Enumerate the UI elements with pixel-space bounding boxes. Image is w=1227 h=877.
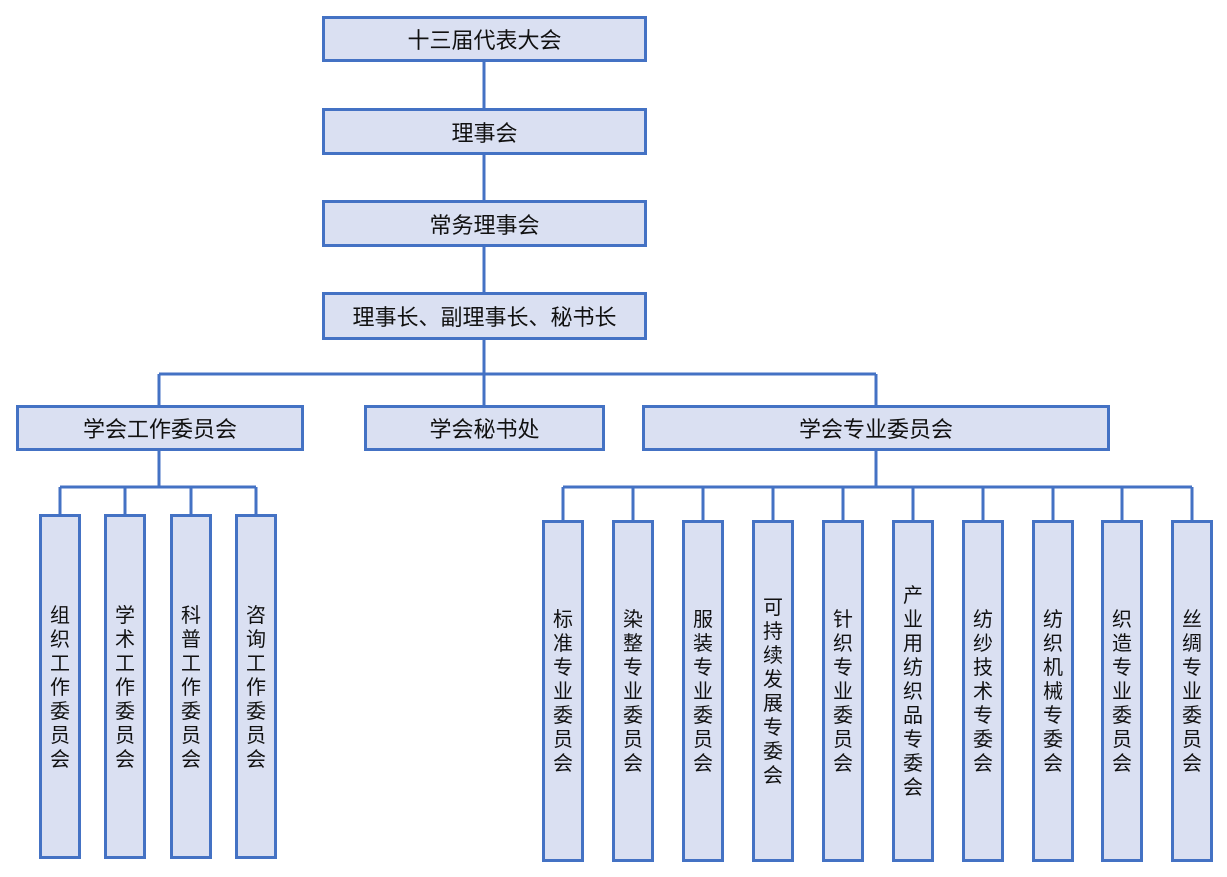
work-subcommittee-label: 咨询工作委员会 [246,602,266,771]
professional-subcommittee-label: 织造专业委员会 [1112,607,1132,775]
professional-subcommittee-box: 服装专业委员会 [682,520,724,862]
professional-subcommittee-box: 丝绸专业委员会 [1171,520,1213,862]
professional-subcommittee-label: 染整专业委员会 [623,607,643,775]
standing-council-label: 常务理事会 [429,213,540,239]
congress-label: 十三届代表大会 [407,29,562,54]
work-subcommittee-label: 组织工作委员会 [50,602,70,771]
professional-subcommittee-box: 织造专业委员会 [1101,520,1143,862]
work-subcommittee-label: 科普工作委员会 [181,602,201,771]
work-subcommittee-box: 组织工作委员会 [39,514,81,859]
work-subcommittee-label: 学术工作委员会 [115,602,135,771]
leadership-box: 理事长、副理事长、秘书长 [322,292,647,340]
professional-committee-label: 学会专业委员会 [798,418,953,443]
professional-subcommittee-label: 丝绸专业委员会 [1182,607,1202,775]
professional-subcommittee-box: 纺纱技术专委会 [962,520,1004,862]
council-label: 理事会 [451,121,518,147]
professional-subcommittee-box: 产业用纺织品专委会 [892,520,934,862]
professional-subcommittee-label: 可持续发展专委会 [763,595,783,787]
work-committee-label: 学会工作委员会 [82,418,237,443]
professional-subcommittee-label: 产业用纺织品专委会 [903,583,923,799]
professional-committee-box: 学会专业委员会 [642,405,1110,451]
professional-subcommittee-box: 可持续发展专委会 [752,520,794,862]
professional-subcommittee-label: 标准专业委员会 [553,607,573,775]
professional-subcommittee-box: 标准专业委员会 [542,520,584,862]
work-subcommittee-box: 学术工作委员会 [104,514,146,859]
professional-subcommittee-label: 纺织机械专委会 [1043,607,1063,775]
professional-subcommittee-box: 针织专业委员会 [822,520,864,862]
professional-subcommittee-label: 纺纱技术专委会 [973,607,993,775]
leadership-label: 理事长、副理事长、秘书长 [352,306,617,331]
work-subcommittee-box: 科普工作委员会 [170,514,212,859]
secretariat-label: 学会秘书处 [429,418,540,443]
professional-subcommittee-label: 针织专业委员会 [833,607,853,775]
professional-subcommittee-box: 染整专业委员会 [612,520,654,862]
congress-box: 十三届代表大会 [322,16,647,62]
professional-subcommittee-label: 服装专业委员会 [693,607,713,775]
professional-subcommittee-box: 纺织机械专委会 [1032,520,1074,862]
council-box: 理事会 [322,108,647,155]
work-subcommittee-box: 咨询工作委员会 [235,514,277,859]
standing-council-box: 常务理事会 [322,200,647,247]
work-committee-box: 学会工作委员会 [16,405,304,451]
secretariat-box: 学会秘书处 [364,405,605,451]
